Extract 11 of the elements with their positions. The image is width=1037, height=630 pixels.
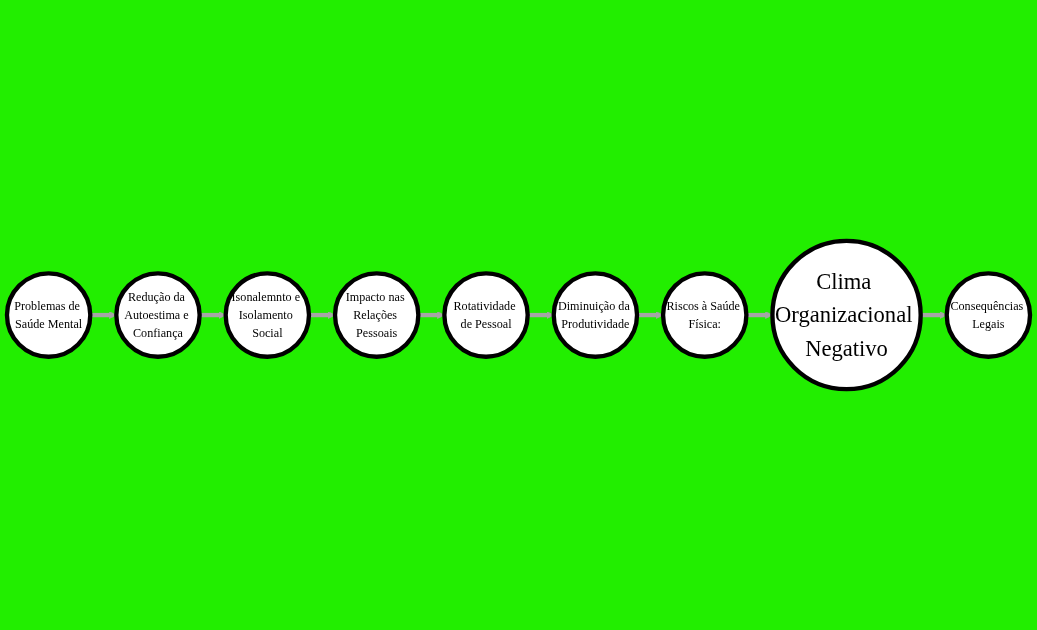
node-circle: Impacto nas Relações Pessoais — [332, 271, 421, 359]
node-circle: Problemas de Saúde Mental — [4, 271, 93, 359]
arrow — [90, 311, 117, 319]
node-circle: Consequências Legais — [944, 271, 1033, 359]
node-circle: Redução da Autoestima e Confiança — [114, 271, 202, 359]
arrow — [418, 311, 445, 319]
node-circle: Isonalemnto e Isolamento Social — [223, 271, 312, 359]
node-circle: Clima Organizacional Negativo — [770, 238, 923, 392]
node-circle: Rotatividade de Pessoal — [442, 271, 530, 359]
node-circle: Diminuição da Produtividade — [551, 271, 640, 359]
node-circle: Riscos à Saúde Física: — [660, 271, 749, 359]
